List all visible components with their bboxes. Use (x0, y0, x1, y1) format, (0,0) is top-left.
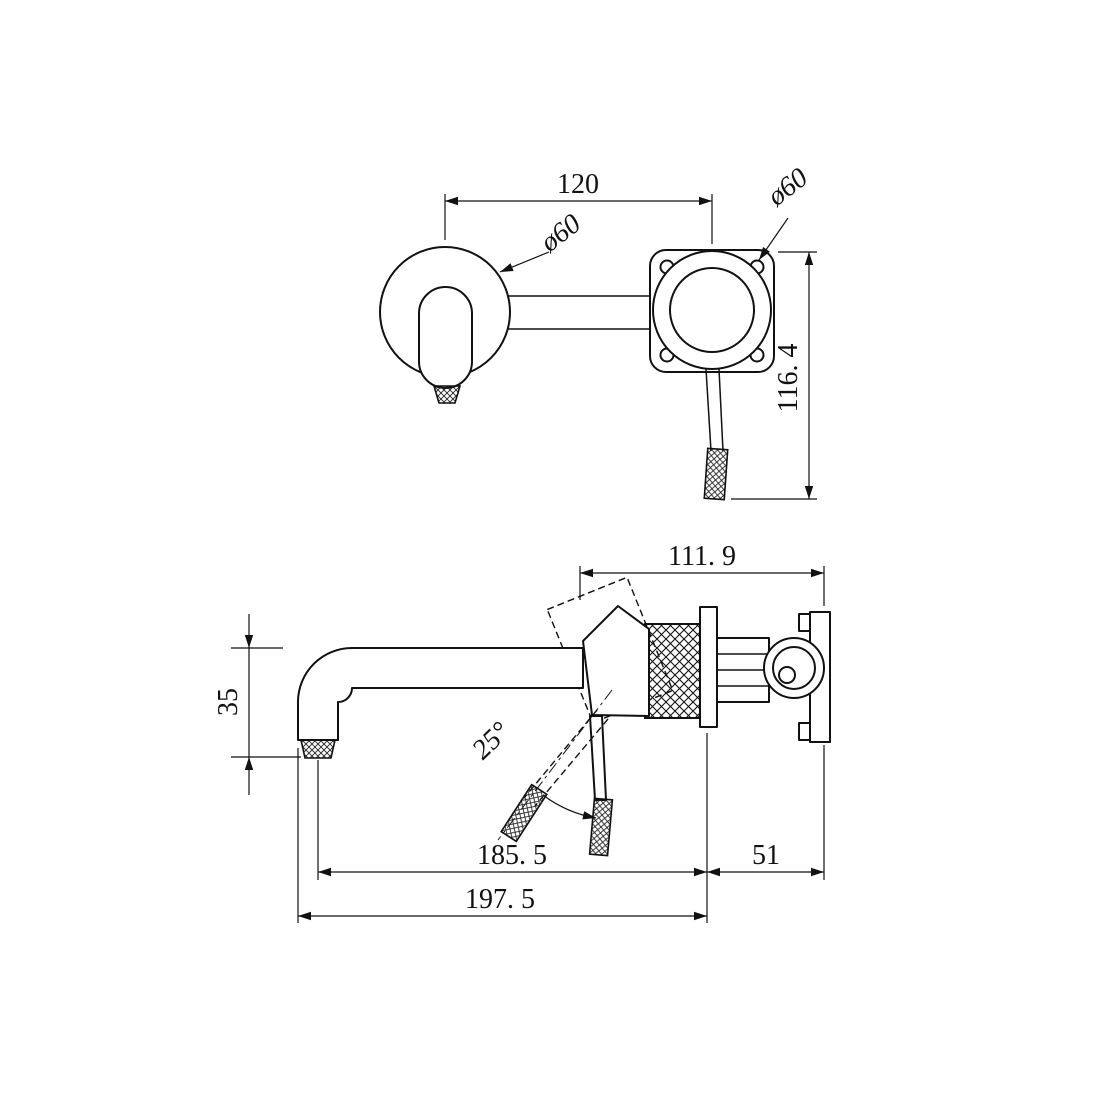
dimension-mixer-plate-diameter: ø60 (755, 162, 814, 263)
handle-knurl-tip-side (588, 797, 614, 857)
dim-label-25deg: 25° (466, 716, 516, 766)
mixer-handle-front (703, 368, 729, 501)
side-view: 25° 111. 9 35 185. 5 (213, 541, 831, 923)
dimension-wall-to-outlet: 185. 5 (317, 760, 707, 880)
spout-front-view (379, 246, 511, 404)
handle-base (582, 605, 650, 717)
handle-down-position (588, 715, 614, 857)
dimension-centre-distance: 120 (444, 169, 713, 244)
spout-side-view (297, 647, 584, 759)
dim-label-116-4: 116. 4 (773, 344, 804, 413)
dimension-spout-height: 35 (213, 614, 301, 795)
handle-knurl-tip-front (703, 447, 729, 501)
knurled-cylinder (644, 623, 701, 719)
dim-label-120: 120 (557, 169, 599, 200)
dim-label-51: 51 (752, 840, 780, 871)
dim-label-111-9: 111. 9 (668, 541, 736, 572)
dim-label-dia60-right: ø60 (761, 162, 814, 213)
handle-tilted-position: 25° (466, 689, 613, 843)
dim-label-185-5: 185. 5 (477, 840, 547, 871)
dimension-body-width: 111. 9 (579, 541, 825, 606)
concealed-valve-body (716, 637, 825, 703)
mixer-front-view (649, 249, 775, 501)
dim-label-197-5: 197. 5 (465, 884, 535, 915)
handle-knurl-tip-tilted (500, 783, 548, 843)
dim-label-35: 35 (213, 688, 244, 716)
front-view: 120 ø60 ø60 116. 4 (379, 162, 817, 501)
concealed-body-bar (508, 295, 653, 330)
dimension-concealed-depth: 51 (706, 733, 825, 923)
dim-label-dia60-left: ø60 (534, 208, 587, 259)
mixer-body-side (582, 605, 718, 728)
spout-aerator-side (300, 739, 336, 759)
dimension-mixer-height: 116. 4 (731, 251, 817, 500)
wall-flange (699, 606, 718, 728)
dimension-overall-projection: 197. 5 (297, 748, 707, 923)
spout-aerator-front (432, 385, 462, 404)
dimension-spout-plate-diameter: ø60 (498, 208, 587, 276)
